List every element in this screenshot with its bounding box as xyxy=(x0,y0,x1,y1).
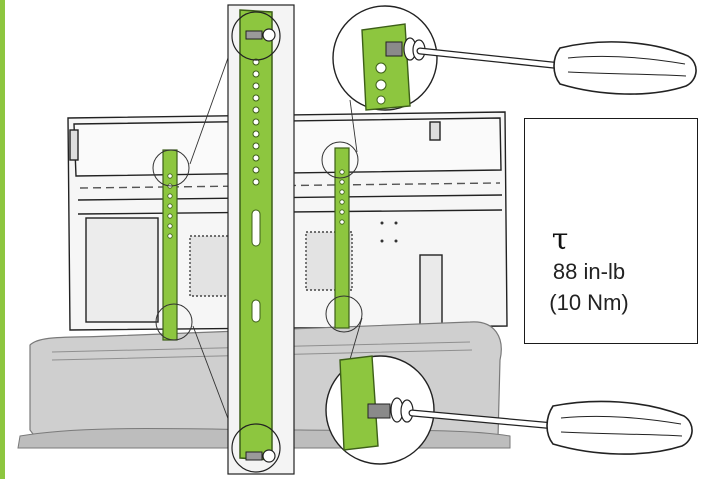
panel-top-callout-circle xyxy=(231,11,281,61)
right-mount-bracket xyxy=(321,141,363,333)
torque-value-metric: (10 Nm) xyxy=(549,290,629,315)
bottom-detail-callout xyxy=(325,355,435,465)
right-top-callout-circle xyxy=(321,141,359,179)
left-mount-bracket xyxy=(152,149,193,341)
right-bottom-callout-circle xyxy=(325,295,363,333)
left-accent-strip xyxy=(0,0,5,479)
panel-bottom-callout-circle xyxy=(231,423,281,473)
panel-bottom-bolt-icon xyxy=(245,449,276,463)
screwdriver-icon xyxy=(408,400,693,455)
screwdriver-icon xyxy=(416,41,697,95)
torque-value-imperial: 88 in-lb xyxy=(552,259,626,284)
torque-symbol: τ xyxy=(551,222,569,257)
left-bottom-callout-circle xyxy=(155,303,193,341)
panel-top-bolt-icon xyxy=(245,28,276,42)
torque-spec-box xyxy=(524,118,698,344)
vertical-bracket-panel xyxy=(227,4,295,475)
top-detail-callout xyxy=(332,5,438,111)
left-top-callout-circle xyxy=(152,149,190,187)
